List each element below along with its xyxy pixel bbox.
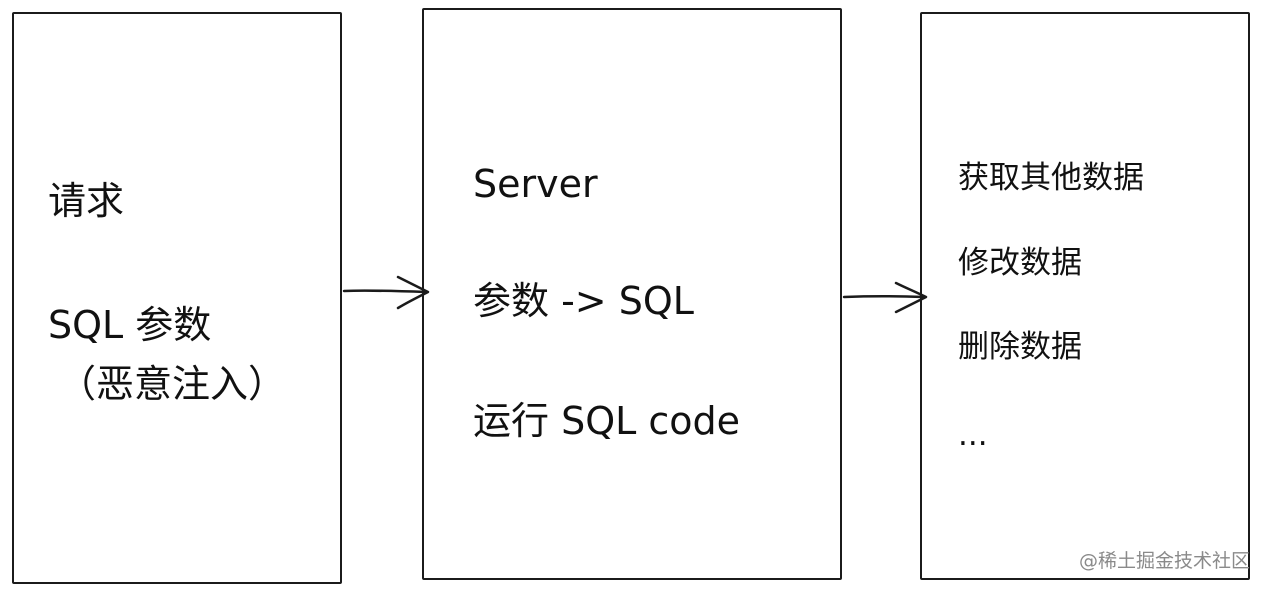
client-line-sql-params: SQL 参数 (48, 303, 212, 347)
arrow-server-to-result (842, 281, 928, 314)
server-line-title: Server (473, 162, 598, 206)
server-box (422, 8, 842, 580)
server-line-run-sql-code: 运行 SQL code (473, 399, 741, 443)
client-line-request: 请求 (48, 179, 125, 223)
result-item-delete-data: 删除数据 (958, 329, 1082, 365)
result-box (920, 12, 1250, 580)
client-request-box (12, 12, 342, 584)
result-item-ellipsis: ... (958, 417, 988, 453)
server-line-params-to-sql: 参数 -> SQL (473, 279, 694, 323)
result-item-modify-data: 修改数据 (958, 245, 1082, 281)
arrow-client-to-server (342, 275, 430, 310)
result-item-get-other-data: 获取其他数据 (958, 160, 1144, 196)
watermark: @稀土掘金技术社区 (1078, 550, 1250, 572)
client-line-malicious-injection: （恶意注入） (58, 362, 287, 406)
